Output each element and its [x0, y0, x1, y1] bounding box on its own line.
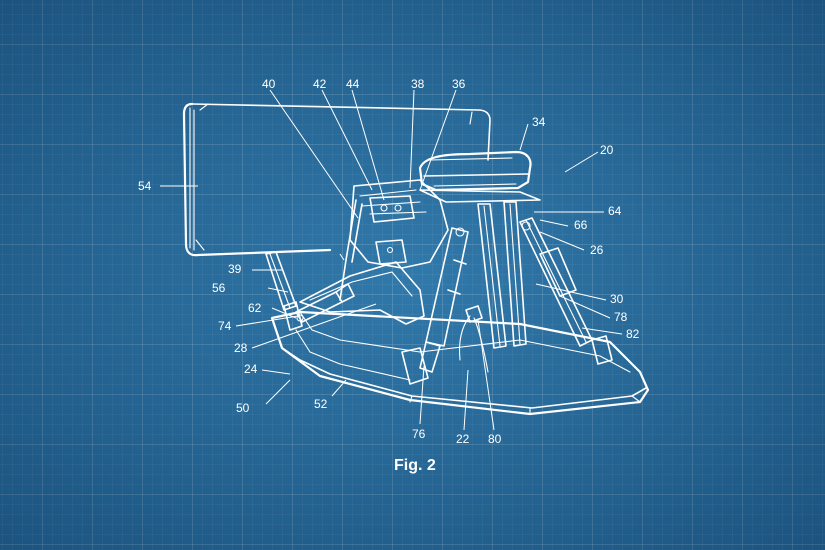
callout-74: 74 — [218, 319, 232, 333]
callout-34: 34 — [532, 115, 546, 129]
callout-54: 54 — [138, 179, 152, 193]
rear-mounts — [283, 301, 613, 385]
cable-assembly — [458, 305, 489, 373]
base-platform — [270, 310, 650, 416]
callout-50: 50 — [236, 401, 250, 415]
callout-44: 44 — [346, 77, 360, 91]
figure-title: Fig. 2 — [394, 457, 436, 474]
callout-62: 62 — [248, 301, 262, 315]
leader-lines — [160, 89, 623, 431]
center-legs — [477, 201, 527, 349]
left-actuator — [419, 227, 469, 373]
callout-64: 64 — [608, 204, 622, 218]
callout-26: 26 — [590, 243, 604, 257]
seat-cushion — [418, 150, 541, 203]
callout-20: 20 — [600, 143, 614, 157]
callout-42: 42 — [313, 77, 327, 91]
seat-frame — [339, 179, 449, 301]
callout-40: 40 — [262, 77, 276, 91]
callout-38: 38 — [411, 77, 425, 91]
callout-52: 52 — [314, 397, 328, 411]
front-actuator — [295, 283, 355, 323]
pedal-frame — [265, 251, 425, 325]
callout-82: 82 — [626, 327, 640, 341]
callout-39: 39 — [228, 262, 242, 276]
callout-30: 30 — [610, 292, 624, 306]
callout-22: 22 — [456, 432, 470, 446]
right-actuator — [519, 217, 593, 347]
callout-78: 78 — [614, 310, 628, 324]
callout-28: 28 — [234, 341, 248, 355]
callout-76: 76 — [412, 427, 426, 441]
callout-24: 24 — [244, 362, 258, 376]
callout-56: 56 — [212, 281, 226, 295]
display-screen — [182, 102, 491, 257]
callout-36: 36 — [452, 77, 466, 91]
callout-66: 66 — [574, 218, 588, 232]
callout-80: 80 — [488, 432, 502, 446]
